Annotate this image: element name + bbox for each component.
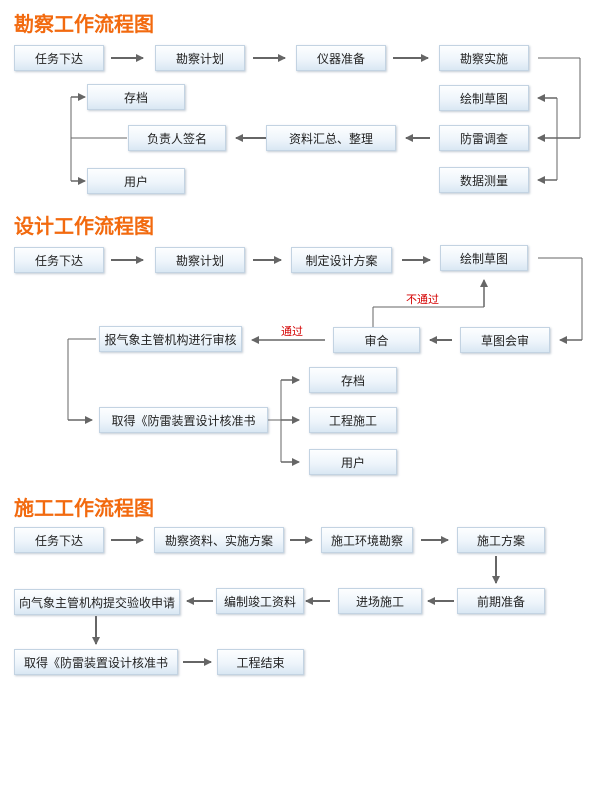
- s1-signature-box: 负责人签名: [128, 125, 226, 151]
- s2-fail-label: 不通过: [406, 293, 439, 306]
- s3-project-end-box: 工程结束: [217, 649, 304, 675]
- s3-site-entry-box: 进场施工: [338, 588, 422, 614]
- s2-archive-box: 存档: [309, 367, 397, 393]
- s3-completion-docs-box: 编制竣工资料: [216, 588, 304, 614]
- s2-pass-label: 通过: [281, 325, 303, 338]
- s3-apply-box: 向气象主管机构提交验收申请: [14, 589, 180, 615]
- s3-construction-plan-box: 施工方案: [457, 527, 545, 553]
- s1-task-box: 任务下达: [14, 45, 104, 71]
- design-section-title: 设计工作流程图: [14, 214, 154, 238]
- s3-preparation-box: 前期准备: [457, 588, 545, 614]
- s3-task-box: 任务下达: [14, 527, 104, 553]
- s2-obtain-box: 取得《防雷装置设计核准书: [99, 407, 268, 433]
- s3-survey-impl-box: 勘察资料、实施方案: [154, 527, 284, 553]
- s2-user-box: 用户: [309, 449, 397, 475]
- s2-review-box: 审合: [333, 327, 420, 353]
- s2-design-plan-box: 制定设计方案: [291, 247, 392, 273]
- s1-archive-box: 存档: [87, 84, 185, 110]
- s1-equipment-box: 仪器准备: [296, 45, 386, 71]
- s1-survey-plan-box: 勘察计划: [155, 45, 245, 71]
- s1-lightning-check-box: 防雷调查: [439, 125, 529, 151]
- construction-section-title: 施工工作流程图: [14, 496, 154, 520]
- s2-draft-review-box: 草图会审: [460, 327, 550, 353]
- s2-survey-plan-box: 勘察计划: [155, 247, 245, 273]
- s1-summary-box: 资料汇总、整理: [266, 125, 396, 151]
- survey-section-title: 勘察工作流程图: [14, 12, 154, 36]
- s3-obtain-box: 取得《防雷装置设计核准书: [14, 649, 178, 675]
- s2-task-box: 任务下达: [14, 247, 104, 273]
- s2-construction-box: 工程施工: [309, 407, 397, 433]
- s2-report-box: 报气象主管机构进行审核: [99, 326, 242, 352]
- s1-data-measure-box: 数据测量: [439, 167, 529, 193]
- s1-user-box: 用户: [87, 168, 185, 194]
- s3-env-survey-box: 施工环境勘察: [321, 527, 413, 553]
- s2-draft-drawing-box: 绘制草图: [440, 245, 528, 271]
- s1-draft-drawing-box: 绘制草图: [439, 85, 529, 111]
- s1-survey-impl-box: 勘察实施: [439, 45, 529, 71]
